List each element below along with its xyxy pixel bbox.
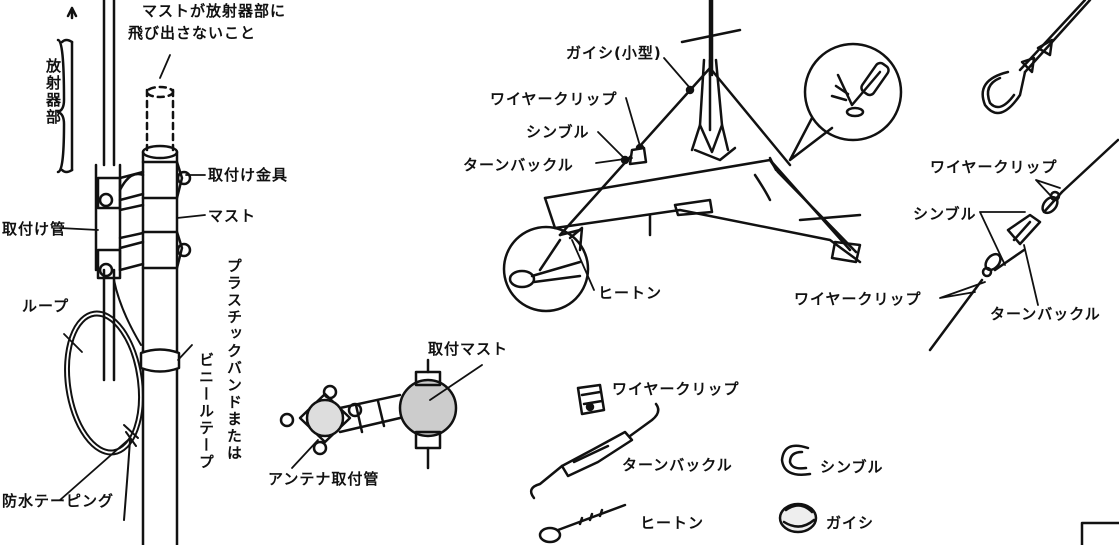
part-thimble-icon	[780, 444, 812, 476]
mount-braces	[118, 203, 145, 240]
roof-installation-drawing	[543, 0, 862, 264]
label-part-wire-clip: ワイヤークリップ	[612, 380, 740, 398]
label-antenna-mount-pipe: アンテナ取付管	[268, 470, 380, 488]
label-part-insulator: ガイシ	[826, 514, 875, 532]
zoom-bubble-top	[788, 42, 903, 162]
label-plastic-band: プラスチックバンドまたは	[225, 258, 243, 462]
label-right-wire-clip-top: ワイヤークリップ	[930, 158, 1058, 176]
thimble-top-right	[981, 0, 1092, 115]
mast-pipe	[141, 85, 179, 545]
part-wire-clip-icon	[576, 383, 606, 416]
label-right-wire-clip-bottom: ワイヤークリップ	[794, 290, 922, 308]
label-roof-wire-clip: ワイヤークリップ	[490, 90, 618, 108]
label-mount-mast: 取付マスト	[428, 340, 509, 358]
cable-loop	[64, 279, 144, 521]
label-part-thimble: シンブル	[820, 458, 884, 476]
antenna-element	[94, 0, 122, 382]
roof-leaders	[571, 57, 691, 291]
left-leaders	[59, 54, 206, 501]
right-leaders	[939, 179, 1061, 306]
label-note-line2: 飛び出さないこと	[128, 24, 257, 42]
label-roof-eyebolt: ヒートン	[598, 284, 663, 302]
part-eyebolt-icon	[538, 503, 627, 544]
label-bracket: 取付け金具	[208, 166, 289, 184]
label-right-turnbuckle: ターンバックル	[990, 305, 1101, 323]
label-loop: ループ	[22, 297, 70, 315]
label-right-thimble: シンブル	[913, 205, 977, 223]
frame-corner	[1080, 521, 1119, 545]
upper-clamp	[96, 160, 192, 210]
label-part-turnbuckle: ターンバックル	[622, 456, 733, 474]
part-turnbuckle-icon	[529, 402, 660, 500]
label-note-line1: マストが放射器部に	[142, 2, 287, 20]
label-roof-turnbuckle: ターンバックル	[463, 156, 574, 174]
part-insulator-icon	[778, 502, 818, 534]
label-insulator-small: ガイシ(小型)	[566, 44, 662, 62]
zoom-bubble-bottom	[502, 225, 590, 313]
mount-detail-drawing	[279, 358, 458, 470]
mount-leaders	[291, 364, 483, 469]
label-part-eyebolt: ヒートン	[640, 514, 705, 532]
label-roof-thimble: シンブル	[526, 123, 590, 141]
label-mast: マスト	[208, 207, 257, 225]
label-radiator: 放射器部	[44, 58, 62, 126]
label-mounting-pipe: 取付け管	[2, 220, 67, 238]
label-waterproof-taping: 防水テーピング	[2, 492, 115, 510]
radiator-bracket-arrow	[56, 6, 78, 174]
lower-clamp	[96, 230, 192, 280]
plastic-band	[139, 348, 181, 373]
label-vinyl-tape: ビニールテープ	[197, 352, 215, 471]
